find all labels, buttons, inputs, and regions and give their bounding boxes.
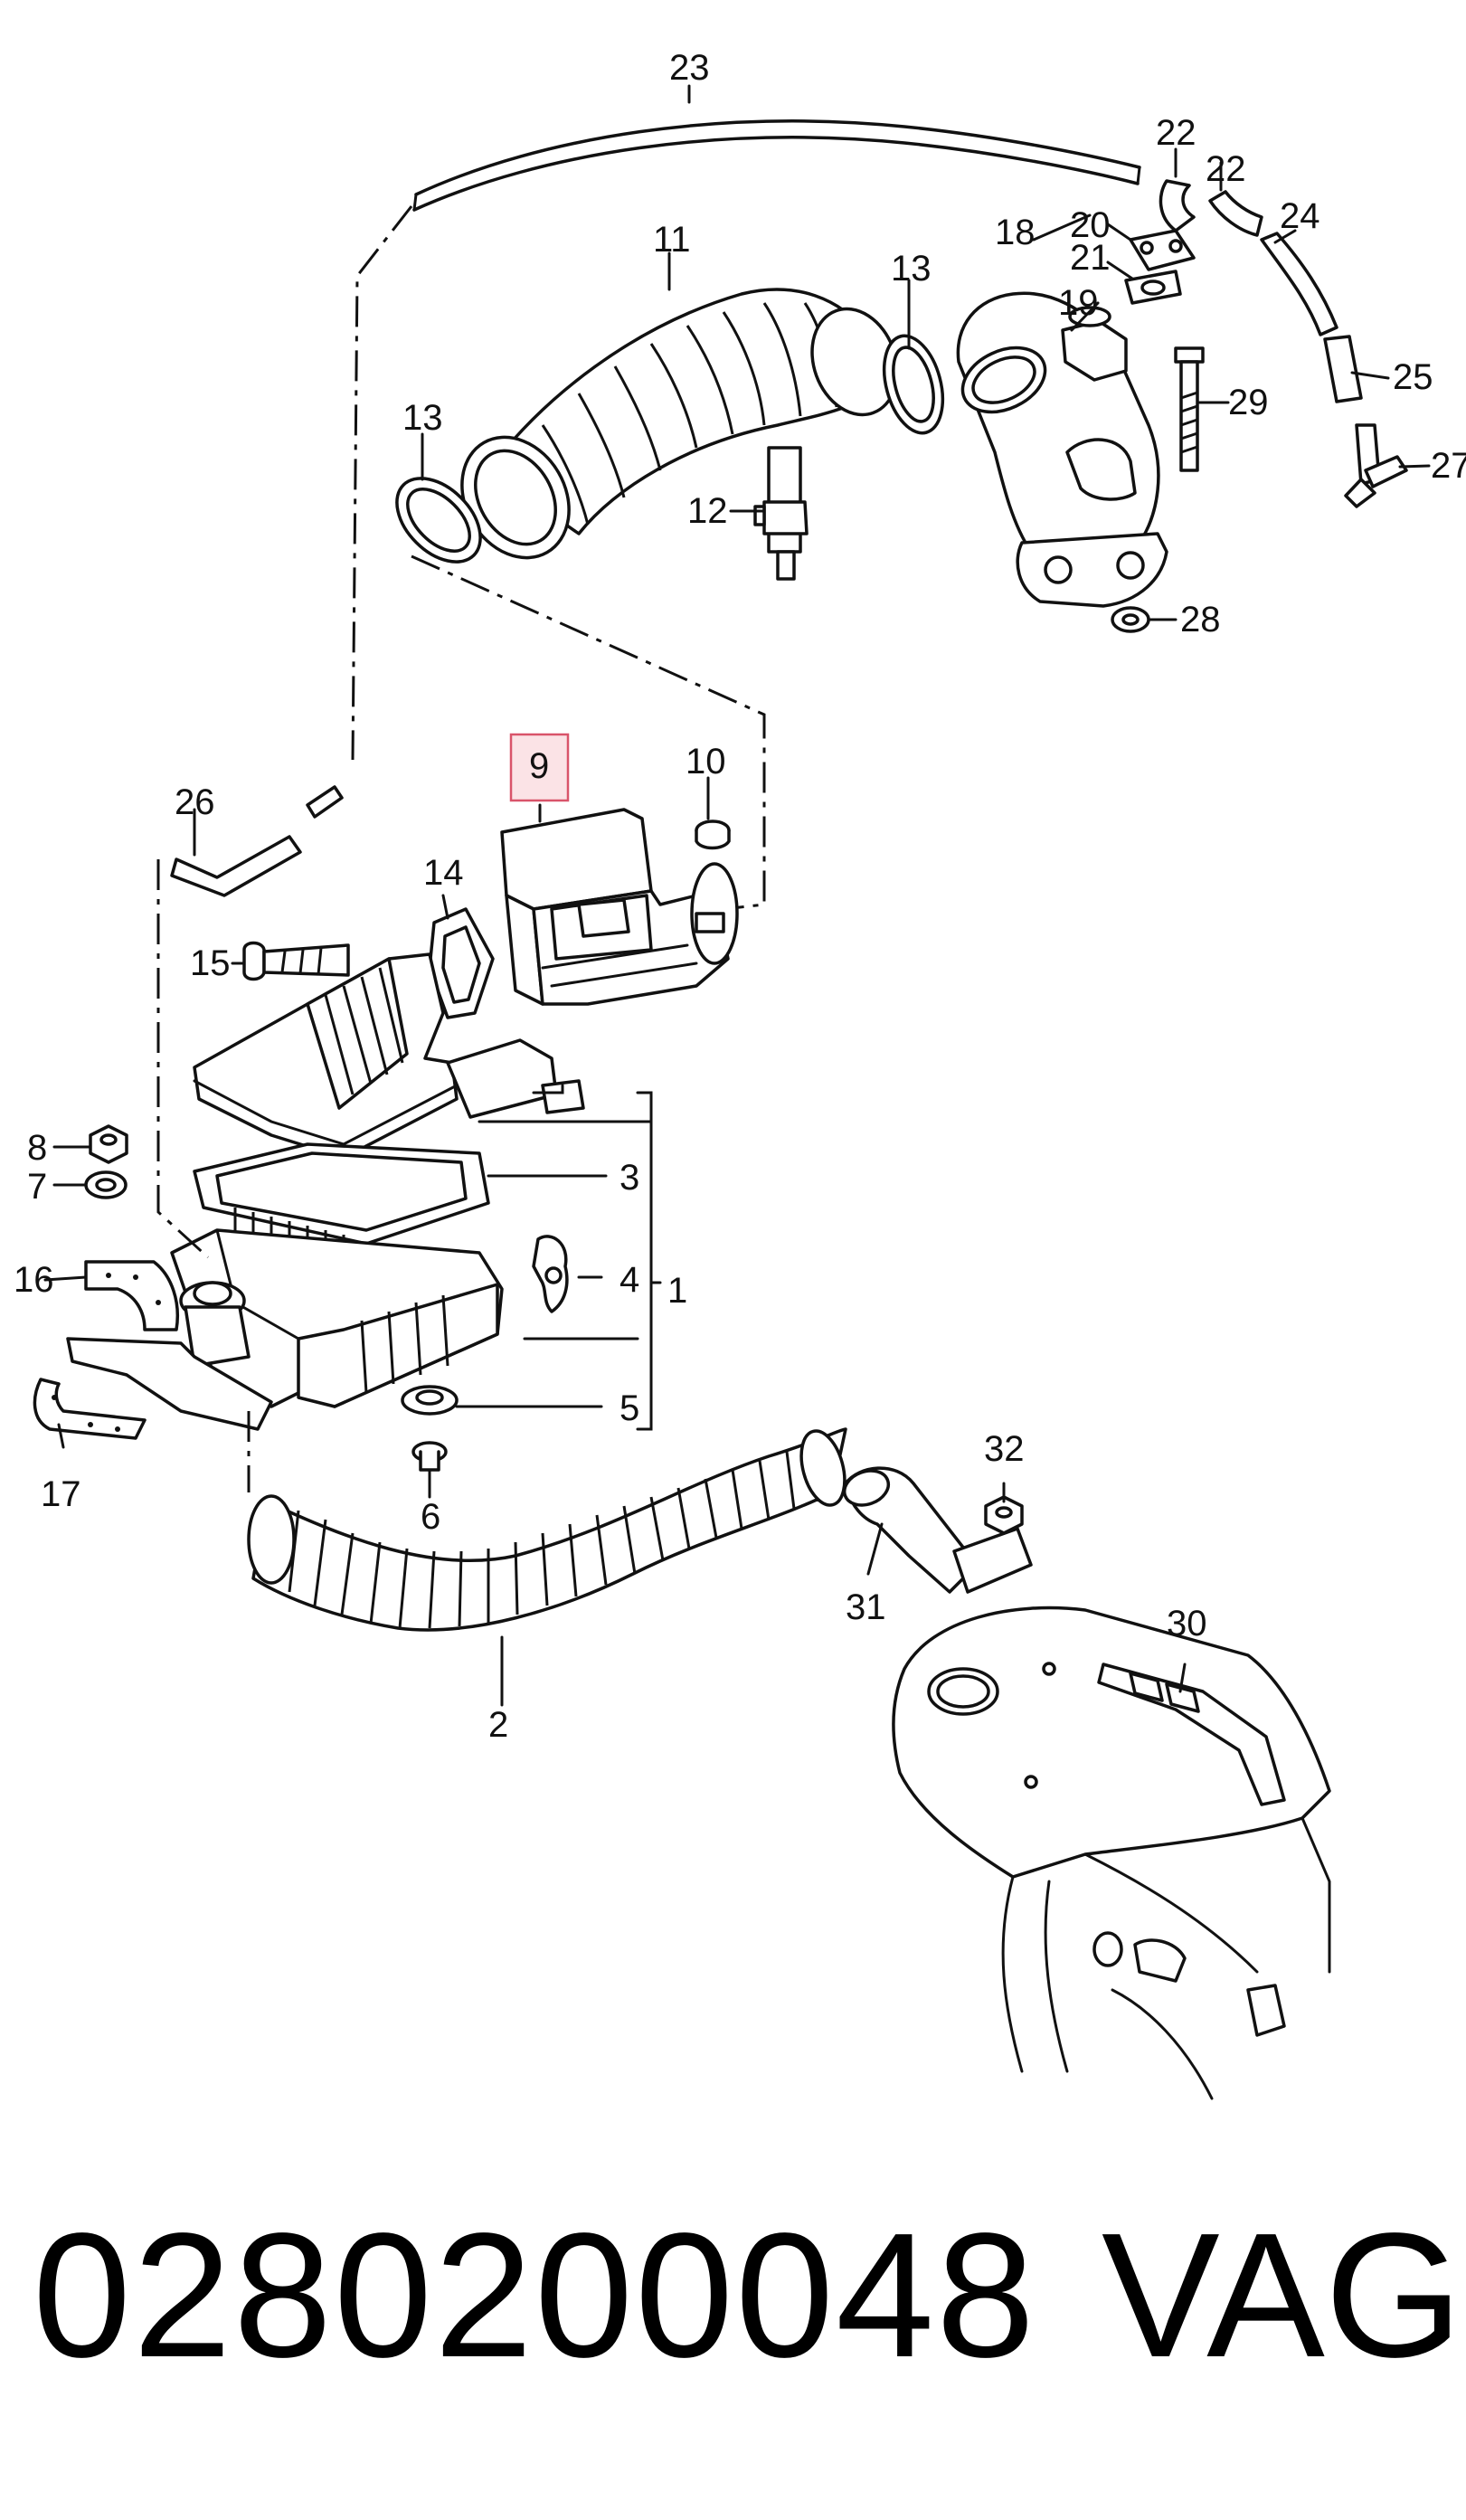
air-flow-meter-9 (500, 808, 739, 1006)
callout-21: 21 (1070, 238, 1111, 278)
callout-19: 19 (1058, 283, 1099, 323)
valve-12 (753, 446, 809, 581)
callout-13a: 13 (891, 249, 932, 289)
clip-4 (532, 1235, 569, 1313)
callout-11: 11 (653, 220, 691, 260)
callout-20: 20 (1070, 205, 1111, 245)
callout-26: 26 (175, 782, 215, 822)
corrugated-hose-2 (247, 1427, 847, 1632)
callout-22b: 22 (1206, 149, 1246, 189)
manifold-cover-30 (892, 1606, 1331, 1879)
callout-1: 1 (667, 1271, 687, 1311)
callout-32: 32 (984, 1429, 1025, 1469)
callout-17: 17 (41, 1474, 81, 1514)
throttle-body-parts (179, 1281, 251, 1368)
callout-8: 8 (27, 1128, 47, 1168)
callout-23: 23 (669, 48, 710, 88)
callout-29: 29 (1228, 383, 1269, 422)
grommet-28 (1111, 606, 1150, 633)
dash-line-11 (411, 554, 766, 911)
cap-10 (695, 819, 731, 850)
callout-28: 28 (1180, 600, 1221, 639)
air-cleaner-lower-housing (170, 1228, 504, 1408)
callout-30: 30 (1167, 1604, 1207, 1644)
gasket-21 (1124, 270, 1182, 305)
bolt-29 (1174, 346, 1205, 472)
callout-3: 3 (620, 1158, 639, 1198)
hose-23 (412, 119, 1141, 212)
part-number: 0280200048 (33, 2196, 1037, 2394)
hose-25 (1323, 335, 1363, 403)
elbow-housing-18 (956, 291, 1168, 608)
callout-18: 18 (995, 213, 1036, 252)
bracket-16 (84, 1260, 179, 1331)
highlight-box-part-9 (509, 733, 570, 802)
callout-22a: 22 (1156, 113, 1196, 153)
filter-element-3 (193, 1142, 490, 1280)
air-cleaner-cover (193, 952, 585, 1160)
callout-16: 16 (14, 1260, 54, 1300)
elbow-hose-31 (842, 1466, 1033, 1594)
callout-14: 14 (423, 853, 464, 893)
callout-6: 6 (421, 1497, 440, 1537)
nut-8 (89, 1124, 128, 1164)
callout-12: 12 (687, 491, 728, 531)
bellows-hose-11 (460, 288, 899, 560)
intake-manifold (1001, 1816, 1331, 2100)
callout-9: 9 (529, 746, 549, 786)
callout-4: 4 (620, 1260, 639, 1300)
callout-15: 15 (190, 943, 231, 983)
callout-24: 24 (1280, 196, 1320, 236)
clamp-13a (395, 477, 482, 564)
washer-7 (84, 1170, 128, 1199)
tee-27 (1344, 423, 1408, 508)
brand-label: VAG (1102, 2196, 1463, 2394)
callout-27: 27 (1431, 446, 1466, 486)
callout-25: 25 (1393, 357, 1433, 397)
dash-line-23 (351, 205, 413, 761)
callout-13b: 13 (402, 398, 443, 438)
bracket-large (66, 1337, 273, 1431)
callout-31: 31 (846, 1587, 886, 1627)
callout-5: 5 (620, 1388, 639, 1428)
gasket-14 (428, 907, 495, 1019)
bolt-15 (242, 941, 350, 981)
washer-6 (411, 1441, 448, 1472)
callout-7: 7 (27, 1167, 47, 1207)
clamp-13b (882, 334, 945, 435)
hose-22a (1159, 179, 1196, 232)
callout-labels: 23 22 22 24 18 20 21 19 11 13 13 29 25 2… (14, 48, 1466, 1745)
callout-10: 10 (686, 742, 726, 782)
hose-22b (1208, 190, 1263, 237)
gasket-20 (1129, 229, 1196, 271)
hose-24 (1260, 232, 1338, 336)
strap-17 (33, 1378, 147, 1440)
dash-line-26 (156, 859, 210, 1259)
grommet-5 (401, 1385, 459, 1416)
hose-26 (170, 785, 344, 897)
callout-2: 2 (488, 1705, 508, 1745)
leader-lines (43, 84, 1431, 1707)
